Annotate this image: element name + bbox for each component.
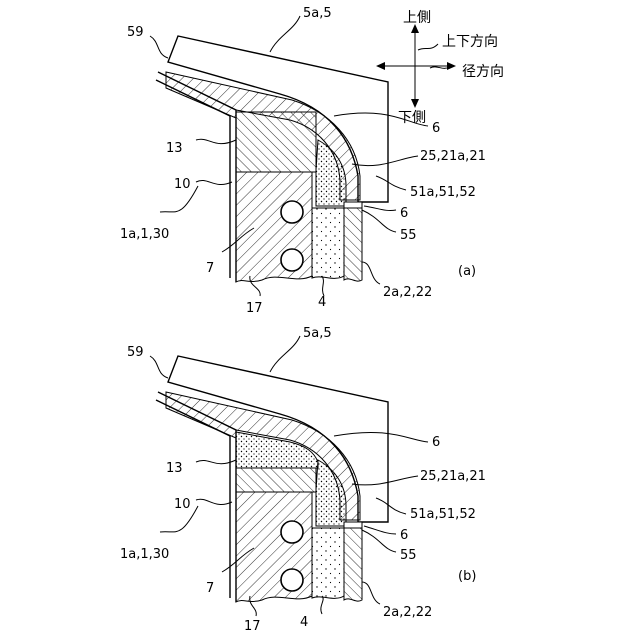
label-radial-direction: 径方向	[462, 64, 504, 80]
wire-circle-upper	[281, 201, 303, 223]
label-13: 13	[166, 141, 183, 156]
direction-indicator: 上側 上下方向 径方向 下側	[376, 10, 504, 126]
label-down-side: 下側	[398, 110, 426, 126]
label-55: 55	[400, 548, 417, 563]
label-6-lower: 6	[400, 206, 408, 221]
label-1a: 1a,1,30	[120, 547, 169, 562]
small-plate-55	[344, 202, 362, 208]
label-17: 17	[246, 301, 263, 316]
part-2a	[344, 208, 362, 281]
label-51a: 51a,51,52	[410, 185, 476, 200]
label-5a5: 5a,5	[303, 326, 332, 341]
label-25: 25,21a,21	[420, 469, 486, 484]
wire-circle-upper	[281, 521, 303, 543]
label-6-upper: 6	[432, 121, 440, 136]
label-17: 17	[244, 619, 261, 634]
part-4	[312, 528, 344, 598]
label-55: 55	[400, 228, 417, 243]
label-7: 7	[206, 261, 214, 276]
label-13: 13	[166, 461, 183, 476]
label-59: 59	[127, 25, 144, 40]
label-4: 4	[318, 295, 326, 310]
label-6-lower: 6	[400, 528, 408, 543]
label-25: 25,21a,21	[420, 149, 486, 164]
caption-a: (a)	[458, 264, 476, 279]
label-10: 10	[174, 177, 191, 192]
label-2a: 2a,2,22	[383, 285, 432, 300]
label-51a: 51a,51,52	[410, 507, 476, 522]
part-2a	[344, 528, 362, 601]
wire-circle-lower	[281, 569, 303, 591]
label-4: 4	[300, 615, 308, 630]
label-10: 10	[174, 497, 191, 512]
label-up-side: 上側	[403, 10, 431, 26]
label-6-upper: 6	[432, 435, 440, 450]
label-7: 7	[206, 581, 214, 596]
figure-a: 上側 上下方向 径方向 下側	[120, 6, 504, 316]
label-2a: 2a,2,22	[383, 605, 432, 620]
part-4	[312, 208, 344, 278]
label-5a5: 5a,5	[303, 6, 332, 21]
label-1a: 1a,1,30	[120, 227, 169, 242]
small-plate-55	[344, 522, 362, 528]
block-13	[236, 468, 316, 492]
block-13	[236, 112, 316, 172]
caption-b: (b)	[458, 569, 476, 584]
label-59: 59	[127, 345, 144, 360]
figure-b: 59 5a,5 13 10 1a,1,30 7 17 4 2a,2,22 55 …	[120, 326, 486, 634]
label-updown-direction: 上下方向	[442, 34, 498, 50]
wire-circle-lower	[281, 249, 303, 271]
